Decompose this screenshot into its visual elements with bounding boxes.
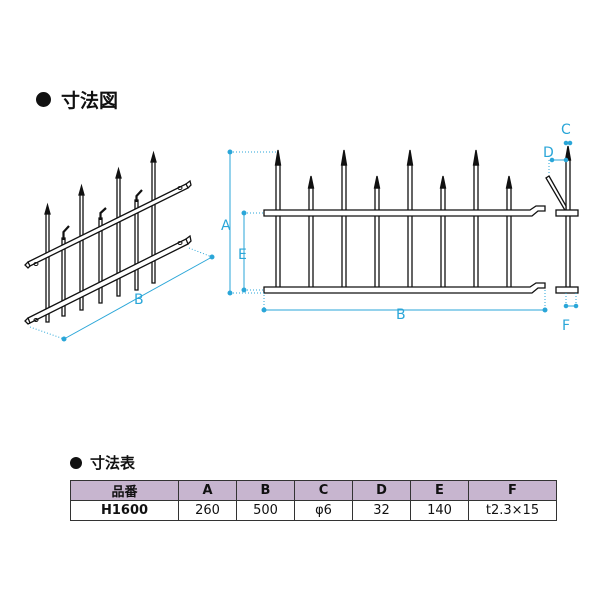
header-cell: A [178,480,237,501]
dimension-table-title: 寸法表 [90,454,136,472]
header-cell: E [410,480,469,501]
perspective-dimension-b [29,247,215,342]
front-dimension-lines [227,149,548,313]
table-cell: t2.3×15 [468,500,557,521]
table-cell: 260 [178,500,237,521]
table-cell-model: H1600 [70,500,179,521]
side-dimension-lines [548,140,579,309]
header-cell: F [468,480,557,501]
side-label-d: D [543,145,554,161]
perspective-spikes [44,150,157,215]
side-label-c: C [561,122,571,138]
perspective-top-rail [24,179,192,269]
table-cell: 500 [236,500,295,521]
dimension-drawing: B [24,122,579,342]
table-cell: φ6 [294,500,353,521]
front-label-e: E [238,247,247,263]
dimension-table-heading: 寸法表 [70,452,135,473]
front-label-b: B [396,307,406,323]
header-cell: C [294,480,353,501]
perspective-bolt-holes [33,186,183,322]
dimension-drawing-title: 寸法図 [61,90,119,112]
dimension-drawing-heading: 寸法図 [36,86,118,113]
header-cell: B [236,480,295,501]
table-cell: 32 [352,500,411,521]
front-top-rail [263,205,546,217]
fence-front-elevation [263,149,546,294]
header-cell: D [352,480,411,501]
front-spikes [274,149,513,189]
bullet-icon [70,456,82,469]
fence-side-view [545,145,579,294]
side-label-f: F [562,318,570,334]
table-cell: 140 [410,500,469,521]
bullet-icon [36,92,51,107]
header-cell: 品番 [70,480,179,501]
table-row: H1600 260 500 φ6 32 140 t2.3×15 [70,500,557,521]
dimension-table: 品番 A B C D E F H1600 260 500 φ6 32 140 t… [70,480,557,521]
fence-perspective-view [24,150,192,325]
front-label-a: A [221,218,231,234]
table-header-row: 品番 A B C D E F [70,480,557,501]
perspective-bent-tops [62,189,143,240]
perspective-bottom-rail [24,234,192,325]
front-bottom-rail [263,282,546,294]
perspective-label-b: B [134,292,144,308]
